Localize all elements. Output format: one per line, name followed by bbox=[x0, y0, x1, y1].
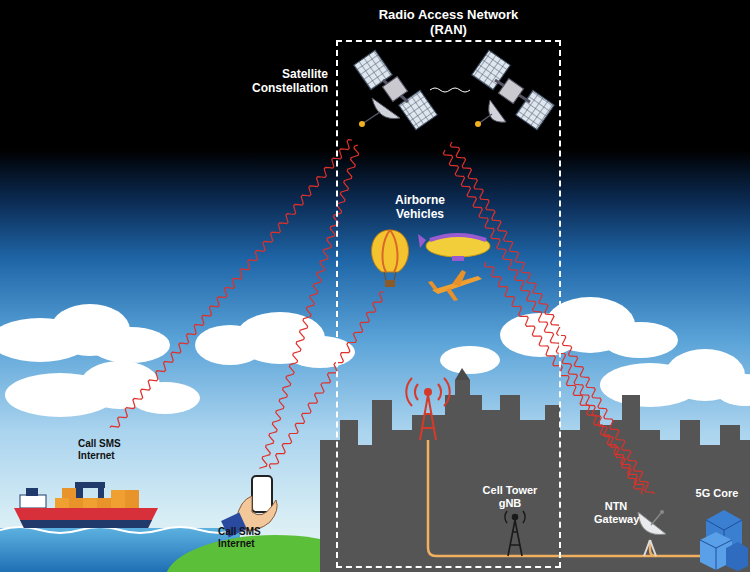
service-label: Call SMS Internet bbox=[78, 438, 128, 461]
airborne-label: Airborne Vehicles bbox=[372, 194, 468, 222]
city-skyline bbox=[320, 380, 750, 572]
hot-air-balloon bbox=[372, 230, 409, 287]
core-label: 5G Core bbox=[688, 487, 746, 500]
cell-tower bbox=[406, 378, 449, 440]
radio-link bbox=[443, 150, 641, 489]
radio-link bbox=[485, 262, 644, 494]
satellite bbox=[354, 50, 438, 129]
satellite-label: Satellite Constellation bbox=[244, 68, 328, 96]
gnb-tower bbox=[505, 511, 525, 556]
cell-tower-label: Cell Tower gNB bbox=[470, 484, 550, 509]
service-label: Call SMS Internet bbox=[218, 526, 268, 549]
gateway-label: NTN Gateway bbox=[594, 500, 638, 525]
airplane bbox=[428, 270, 482, 301]
airship bbox=[418, 234, 490, 261]
radio-link bbox=[259, 145, 358, 468]
5g-core-servers bbox=[700, 510, 748, 571]
cargo-ship bbox=[14, 482, 158, 528]
radio-link bbox=[450, 142, 654, 494]
backhaul-cable bbox=[428, 440, 712, 556]
satellite bbox=[472, 50, 555, 129]
radio-link bbox=[269, 292, 384, 469]
inter-satellite-link bbox=[430, 88, 470, 92]
ntn-gateway-dish bbox=[638, 510, 666, 556]
region-title: Radio Access Network (RAN) bbox=[364, 7, 534, 38]
